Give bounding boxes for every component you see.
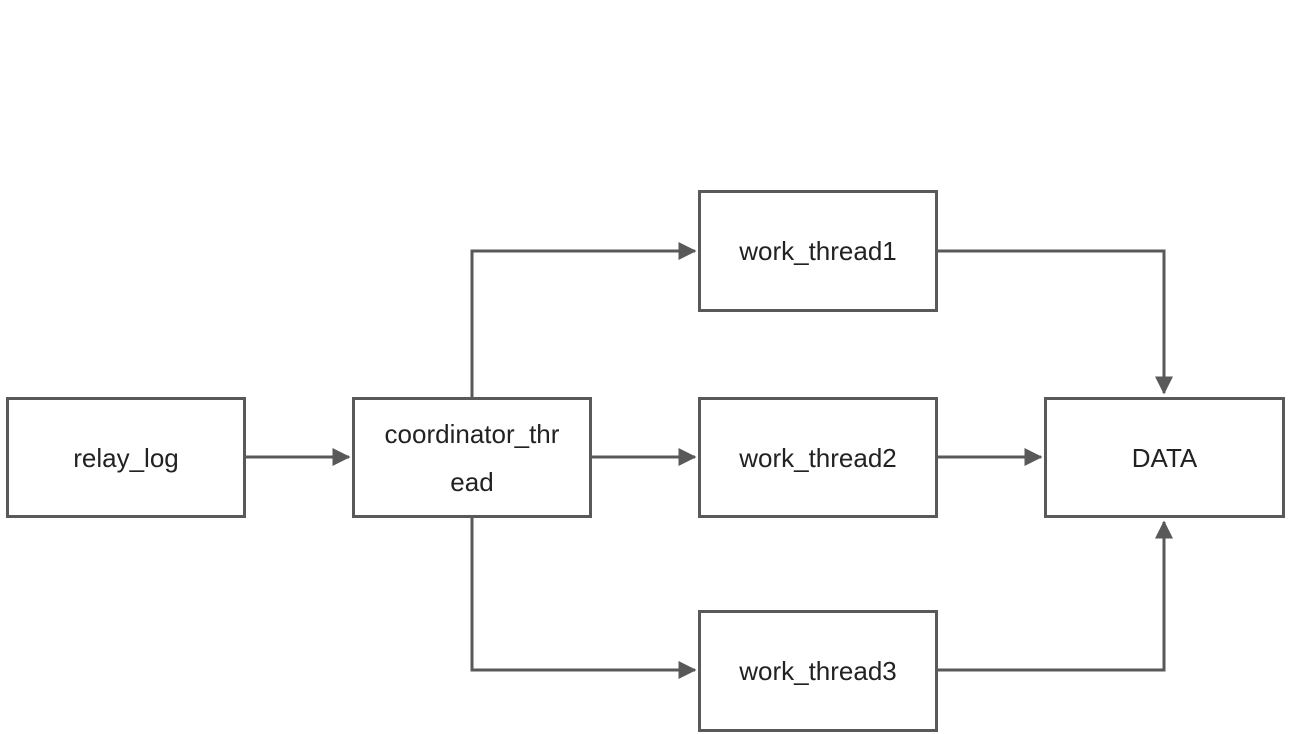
node-work-thread3-label: work_thread3 — [739, 656, 897, 686]
node-relay-log-label: relay_log — [73, 442, 179, 473]
node-coordinator-thread-label: coordinator_thr ead — [384, 418, 560, 497]
node-relay-log: relay_log — [6, 397, 246, 518]
node-work-thread2: work_thread2 — [698, 397, 938, 518]
node-coordinator-thread: coordinator_thr ead — [352, 397, 592, 518]
node-data-label: DATA — [1131, 442, 1198, 473]
node-work-thread1: work_thread1 — [698, 190, 938, 312]
edge-work-thread3-to-data — [938, 520, 1173, 672]
node-work-thread3: work_thread3 — [698, 610, 938, 732]
edge-coordinator-to-work-thread3 — [470, 518, 697, 679]
edge-coordinator-to-work-thread1 — [470, 242, 697, 397]
node-work-thread1-label: work_thread1 — [739, 236, 897, 266]
node-data: DATA — [1044, 397, 1285, 518]
node-work-thread2-label: work_thread2 — [739, 442, 897, 473]
edge-work-thread1-to-data — [938, 249, 1173, 395]
